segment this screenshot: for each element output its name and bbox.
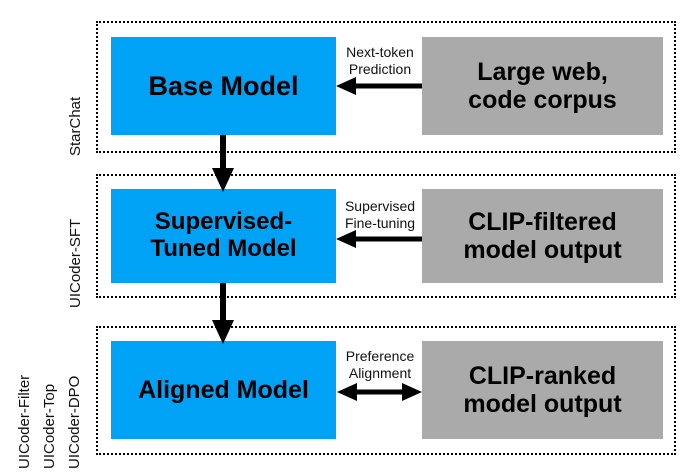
aligned-model-label: Aligned Model — [138, 376, 309, 404]
clip-ranked-line-1: CLIP-ranked — [468, 362, 617, 390]
clip-filtered-line-1: CLIP-filtered — [468, 208, 617, 236]
stage-label-starchat: StarChat — [67, 96, 84, 156]
stage-label-uicoder-top: UICoder-Top — [41, 383, 58, 469]
next-token-prediction-label: Next-token Prediction — [341, 44, 419, 77]
preference-alignment-label: Preference Alignment — [340, 348, 420, 381]
stage-frame-sft — [96, 174, 676, 298]
clip-ranked-line-2: model output — [463, 390, 622, 418]
base-model-label: Base Model — [148, 70, 299, 101]
large-web-code-corpus-box: Large web, code corpus — [422, 37, 663, 135]
supervised-tuned-model-line-2: Tuned Model — [150, 235, 297, 262]
supervised-fine-tuning-line-1: Supervised — [344, 198, 416, 214]
preference-alignment-line-1: Preference — [345, 348, 415, 364]
next-token-prediction-line-2: Prediction — [348, 60, 412, 77]
clip-filtered-model-output-box: CLIP-filtered model output — [422, 189, 663, 283]
clip-filtered-line-2: model output — [463, 236, 622, 264]
supervised-fine-tuning-line-2: Fine-tuning — [344, 214, 416, 231]
stage-label-uicoder-sft: UICoder-SFT — [67, 218, 84, 308]
stage-label-uicoder-dpo: UICoder-DPO — [66, 375, 83, 469]
next-token-prediction-line-1: Next-token — [346, 44, 414, 60]
stage-label-uicoder-filter: UICoder-Filter — [16, 374, 33, 469]
base-model-box: Base Model — [111, 37, 336, 135]
supervised-fine-tuning-label: Supervised Fine-tuning — [337, 198, 423, 231]
clip-ranked-model-output-box: CLIP-ranked model output — [422, 341, 663, 439]
preference-alignment-line-2: Alignment — [348, 364, 412, 381]
stage-frame-alignment — [96, 326, 676, 455]
large-web-code-corpus-line-2: code corpus — [468, 86, 617, 114]
stage-frame-pretraining — [96, 21, 676, 153]
supervised-tuned-model-line-1: Supervised- — [154, 208, 293, 236]
aligned-model-box: Aligned Model — [111, 341, 336, 439]
large-web-code-corpus-line-1: Large web, — [477, 58, 608, 86]
supervised-tuned-model-box: Supervised- Tuned Model — [111, 189, 336, 283]
